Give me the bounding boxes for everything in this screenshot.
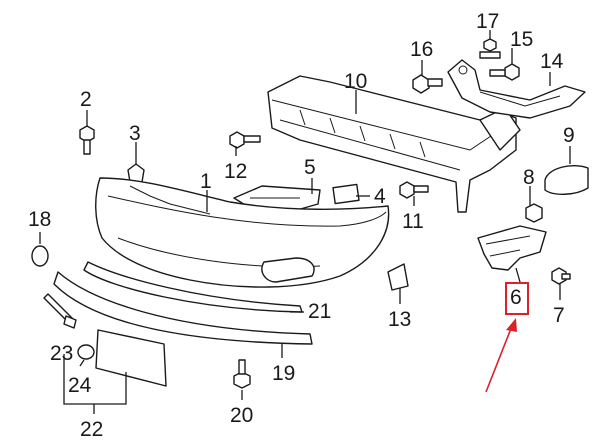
fastener-3	[127, 163, 145, 183]
fastener-11	[399, 181, 429, 199]
fastener-8	[525, 203, 543, 223]
part-spoiler	[53, 271, 313, 345]
callout-13: 13	[388, 308, 411, 331]
callout-16: 16	[410, 38, 433, 61]
callout-24: 24	[68, 374, 92, 397]
part-grille-insert	[387, 263, 409, 291]
part-disc	[31, 245, 49, 267]
highlight-callout-6	[485, 282, 529, 393]
callout-1: 1	[200, 170, 212, 193]
callout-19: 19	[272, 362, 295, 385]
fastener-2	[79, 125, 95, 155]
callout-8: 8	[523, 166, 535, 189]
part-guide-bracket	[477, 225, 547, 271]
callout-5: 5	[304, 156, 316, 179]
callout-11: 11	[402, 210, 424, 233]
callout-6: 6	[510, 286, 522, 309]
fastener-20	[233, 359, 251, 389]
callout-21: 21	[308, 300, 331, 323]
callout-labels: 1 2 3 4 5 6 7 8 9 10 11 12 13 14 15 16 1…	[28, 10, 575, 441]
callout-7: 7	[553, 304, 565, 327]
callout-18: 18	[28, 208, 51, 231]
fastener-15	[489, 63, 520, 81]
part-grommet	[77, 344, 95, 360]
callout-2: 2	[80, 88, 92, 111]
callout-17: 17	[476, 10, 499, 33]
part-cap	[544, 164, 589, 195]
highlight-arrow	[485, 325, 513, 393]
part-bumper-cover	[95, 177, 390, 288]
callout-10: 10	[344, 70, 367, 93]
fastener-16	[412, 74, 443, 94]
part-clip-4	[332, 183, 360, 205]
callout-9: 9	[563, 124, 575, 147]
part-license-bracket	[95, 329, 167, 387]
callout-12: 12	[224, 160, 247, 183]
callout-3: 3	[129, 122, 141, 145]
callout-14: 14	[540, 50, 564, 73]
fastener-12	[229, 131, 261, 149]
fastener-17	[479, 38, 501, 59]
part-trim-rod	[43, 293, 77, 329]
highlight-arrowhead	[506, 318, 517, 332]
part-reinforcement-bar	[267, 75, 521, 213]
callout-4: 4	[374, 185, 386, 208]
callout-20: 20	[230, 404, 253, 427]
fastener-7	[551, 267, 571, 285]
part-side-bracket	[447, 59, 586, 119]
highlight-box	[505, 282, 529, 315]
callout-23: 23	[50, 342, 73, 365]
callout-22: 22	[80, 418, 103, 441]
callout-15: 15	[510, 28, 533, 51]
leader-lines	[39, 30, 571, 414]
